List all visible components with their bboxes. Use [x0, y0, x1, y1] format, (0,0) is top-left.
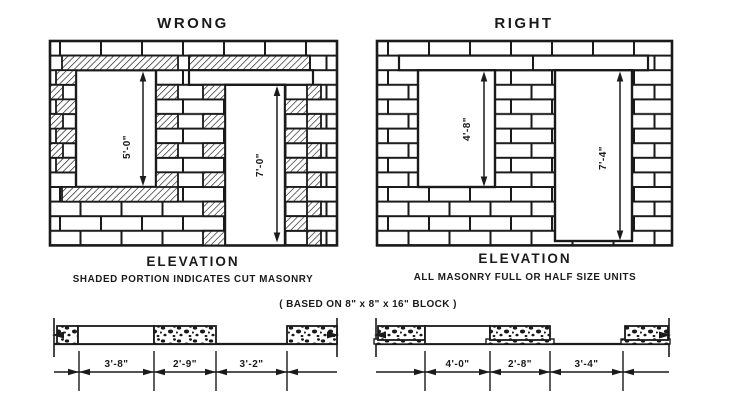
- right-lintel-course: [397, 54, 650, 72]
- masonry-pier: [624, 325, 669, 341]
- arrow-left-icon: [52, 331, 64, 339]
- right-window-opening: [416, 68, 497, 189]
- wrong-plan-dimensions: [54, 351, 337, 391]
- wrong-door-opening: [223, 83, 287, 247]
- right-door-dimension: 7'-4": [598, 71, 624, 241]
- wrong-plan-dim-2: 2'-9": [173, 359, 197, 370]
- right-elevation: RIGHT 4'-8" 7'-4" ELEVATION ALL MASONRY …: [375, 15, 674, 283]
- wrong-elevation-caption: ELEVATION: [146, 254, 239, 269]
- arrow-up-icon: [480, 71, 488, 82]
- right-plan-dim-1: 4'-0": [445, 359, 469, 370]
- wrong-plan-dim-3: 3'-2": [239, 359, 263, 370]
- arrow-down-icon: [139, 176, 147, 186]
- right-door-opening: [553, 68, 634, 243]
- wrong-window-dimension-label: 5'-0": [122, 135, 133, 159]
- right-plan-dim-2: 2'-8": [508, 359, 532, 370]
- right-plan-dimensions: [376, 351, 669, 391]
- wrong-window-opening: [74, 68, 158, 189]
- wrong-subcaption: SHADED PORTION INDICATES CUT MASONRY: [73, 274, 313, 285]
- wrong-elevation: WRONG 5'-0" 7'-0" ELEVATION SHADED PORTI…: [48, 15, 339, 285]
- arrow-down-icon: [480, 176, 488, 187]
- cut-masonry-hatching: [49, 54, 322, 247]
- dimension-arrowheads: [68, 368, 298, 376]
- block-size-footnote: ( BASED ON 8" x 8" x 16" BLOCK ): [279, 299, 457, 310]
- wrong-plan-section: 3'-8" 2'-9" 3'-2": [52, 318, 339, 391]
- arrow-right-icon: [327, 331, 339, 339]
- masonry-pier: [489, 325, 551, 341]
- masonry-pier: [153, 325, 217, 345]
- window-sill-plan: [77, 325, 155, 345]
- arrow-up-icon: [616, 71, 624, 82]
- right-window-dimension-label: 4'-8": [462, 117, 473, 141]
- right-window-dimension: 4'-8": [462, 71, 488, 187]
- arrow-up-icon: [273, 86, 281, 96]
- wrong-title: WRONG: [157, 15, 229, 32]
- arrow-up-icon: [139, 71, 147, 82]
- right-subcaption: ALL MASONRY FULL OR HALF SIZE UNITS: [414, 272, 637, 283]
- arrow-down-icon: [273, 232, 281, 243]
- wrong-door-dimension: 7'-0": [255, 86, 281, 243]
- right-door-dimension-label: 7'-4": [598, 146, 609, 170]
- right-plan-section: 4'-0" 2'-8" 3'-4": [373, 318, 671, 391]
- window-sill-plan: [424, 325, 491, 345]
- arrow-down-icon: [616, 230, 624, 241]
- wrong-window-dimension: 5'-0": [122, 71, 147, 186]
- arrow-left-icon: [374, 331, 386, 339]
- cut-course-above-door-lintel: [188, 54, 311, 72]
- right-elevation-caption: ELEVATION: [478, 251, 571, 266]
- arrow-right-icon: [659, 331, 671, 339]
- dimension-arrowheads: [414, 368, 634, 376]
- wrong-door-lintel: [187, 69, 315, 86]
- wrong-plan-dim-1: 3'-8": [104, 359, 128, 370]
- wrong-door-dimension-label: 7'-0": [255, 153, 266, 177]
- right-plan-dim-3: 3'-4": [574, 359, 598, 370]
- right-title: RIGHT: [494, 15, 553, 32]
